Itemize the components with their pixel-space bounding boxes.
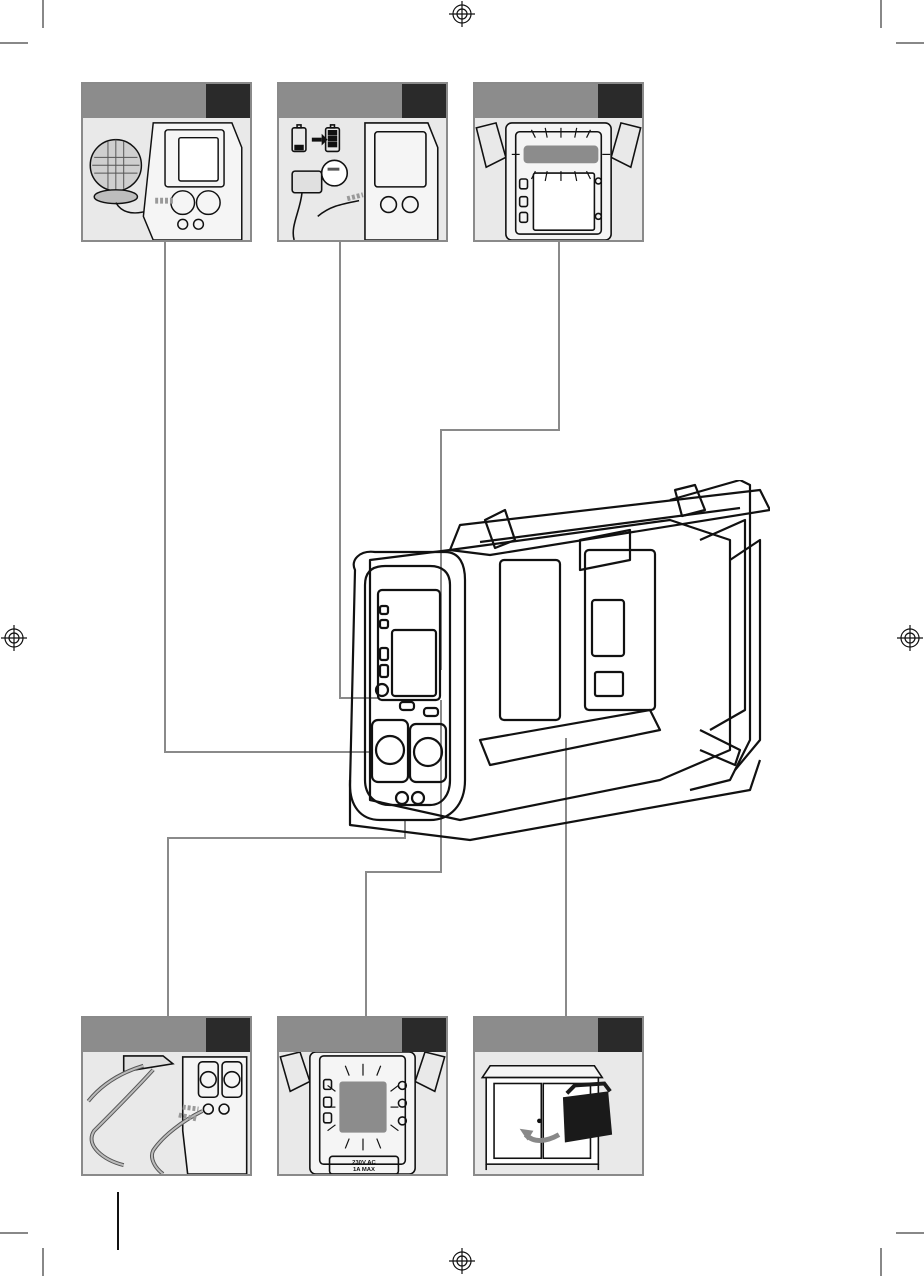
panel-storage-cabinet	[473, 1016, 644, 1176]
panel-step-tab	[598, 1018, 642, 1052]
panel-socket-lamp	[81, 82, 252, 242]
panel-display-light: 230V AC 1A MAX	[277, 1016, 448, 1176]
display-light-icon: 230V AC 1A MAX	[279, 1052, 446, 1174]
aux-cable-icon	[83, 1052, 250, 1174]
panel-step-tab	[206, 84, 250, 118]
battery-charging-icon	[279, 118, 446, 240]
panel-step-tab	[598, 84, 642, 118]
max-current-label: 1A MAX	[353, 1167, 375, 1173]
display-flashing-icon	[475, 118, 642, 240]
panel-step-tab	[402, 1018, 446, 1052]
panel-step-tab	[206, 1018, 250, 1052]
panel-display-flash	[473, 82, 644, 242]
panel-aux-cables	[81, 1016, 252, 1176]
voltage-label: 230V AC	[352, 1160, 376, 1166]
panel-charger	[277, 82, 448, 242]
cabinet-storage-icon	[475, 1052, 642, 1174]
panel-step-tab	[402, 84, 446, 118]
work-lamp-plug-icon	[83, 118, 250, 240]
radio-illustration	[330, 480, 770, 850]
